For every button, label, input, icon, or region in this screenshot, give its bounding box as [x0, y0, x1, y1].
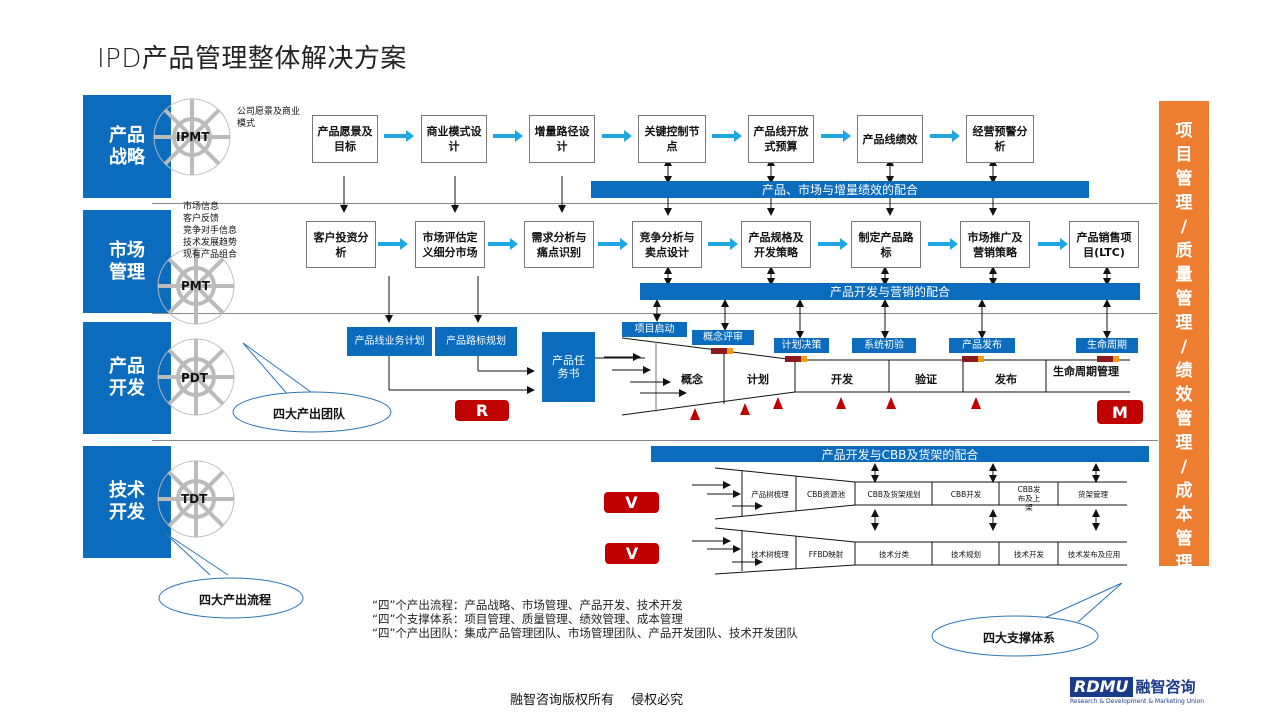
market-inputs: 市场信息 客户反馈 竞争对手信息 技术发展趋势 现有产品组合 [183, 202, 238, 260]
badge-v: V [604, 492, 659, 513]
lane-label-development: 产品开发 [83, 322, 171, 434]
support-system-bar: 项目管理/质量管理/绩效管理/成本管理 [1159, 101, 1209, 573]
side-bar-char: 管 [1175, 289, 1193, 309]
dev-plan-tag: 产品线业务计划 [347, 327, 432, 356]
team-label-ipmt: IPMT [176, 130, 210, 144]
side-bar-char: / [1180, 457, 1188, 477]
side-bar-char: 目 [1175, 145, 1193, 165]
logo-mark: RDMU [1070, 677, 1133, 697]
strategy-step: 产品线开放式预算 [748, 115, 814, 163]
stage-label: 验证 [915, 373, 937, 386]
logo-cn: 融智咨询 [1135, 678, 1196, 696]
strategy-step: 产品愿景及目标 [312, 115, 378, 163]
market-step: 产品销售项目(LTC) [1069, 221, 1139, 268]
team-ring-icon [153, 98, 231, 176]
market-step: 竞争分析与卖点设计 [632, 221, 702, 268]
tech-step: 技术分类 [879, 550, 909, 559]
strategy-step: 商业模式设计 [421, 115, 487, 163]
tech-coordination-bar: 产品开发与CBB及货架的配合 [651, 446, 1149, 462]
team-label-tdt: TDT [181, 492, 208, 506]
copyright-footer: 融智咨询版权所有 侵权必究 [510, 693, 684, 708]
team-label-pmt: PMT [181, 279, 210, 293]
cbb-step: 货架管理 [1078, 490, 1108, 499]
team-ring-icon [157, 338, 235, 416]
tech-step: FFBD映射 [808, 550, 844, 559]
side-bar-char: / [1180, 217, 1188, 237]
market-step: 产品规格及开发策略 [741, 221, 811, 268]
stage-label: 开发 [831, 373, 853, 386]
milestone-tag: 系统初验 [852, 338, 916, 353]
market-step: 市场推广及营销策略 [960, 221, 1030, 268]
milestone-tag: 计划决策 [774, 338, 829, 353]
bubble-teams: 四大产出团队 [273, 407, 346, 421]
lane-divider [152, 203, 1158, 204]
strategy-step: 关键控制节点 [638, 115, 706, 163]
cbb-step: CBB资源池 [806, 490, 846, 499]
strategy-coordination-bar: 产品、市场与增量绩效的配合 [591, 181, 1089, 198]
side-bar-char: 量 [1175, 265, 1193, 285]
strategy-step: 增量路径设计 [529, 115, 595, 163]
side-bar-char: 理 [1175, 193, 1193, 213]
market-coordination-bar: 产品开发与营销的配合 [640, 283, 1140, 300]
strategy-step: 经营预警分析 [966, 115, 1034, 163]
stage-label: 发布 [995, 373, 1017, 386]
cbb-step: CBB发布及上架 [1017, 485, 1041, 512]
team-ring-icon [157, 460, 235, 538]
product-task-book: 产品任务书 [542, 332, 595, 402]
milestone-tag: 项目启动 [622, 322, 687, 337]
cbb-step: CBB开发 [950, 490, 982, 499]
stage-label: 计划 [747, 373, 769, 386]
side-bar-char: 管 [1175, 529, 1193, 549]
tech-step: 技术树梳理 [751, 550, 789, 559]
team-label-pdt: PDT [181, 371, 208, 385]
strategy-step: 产品线绩效 [857, 115, 923, 163]
lane-label-market: 市场管理 [83, 210, 171, 313]
dev-plan-tag: 产品路标规划 [435, 327, 517, 356]
tech-step: 技术规划 [951, 550, 981, 559]
milestone-tag: 概念评审 [692, 330, 754, 345]
side-bar-char: 效 [1175, 385, 1193, 405]
badge-m: M [1097, 400, 1143, 424]
tech-step: 技术开发 [1014, 550, 1044, 559]
side-bar-char: 理 [1175, 433, 1193, 453]
stage-label: 概念 [681, 373, 703, 386]
side-bar-char: / [1180, 337, 1188, 357]
milestone-tag: 生命周期 [1076, 338, 1138, 353]
market-step: 制定产品路标 [851, 221, 921, 268]
logo-en: Research & Development & Marketing Union [1070, 698, 1205, 705]
stage-label: 生命周期管理 [1053, 365, 1119, 378]
side-bar-char: 项 [1175, 121, 1193, 141]
badge-v: V [605, 543, 659, 564]
bubble-processes: 四大产出流程 [199, 593, 272, 607]
team-ring-icon [157, 247, 235, 325]
lane-label-technology: 技术开发 [83, 446, 171, 558]
cbb-step: 产品树梳理 [751, 490, 789, 499]
tech-step: 技术发布及应用 [1067, 550, 1121, 559]
side-bar-char: 绩 [1175, 361, 1193, 381]
market-step: 客户投资分析 [306, 221, 376, 268]
bubble-support: 四大支撑体系 [983, 631, 1056, 645]
side-bar-char: 本 [1175, 505, 1193, 525]
market-step: 需求分析与痛点识别 [524, 221, 594, 268]
milestone-tag: 产品发布 [949, 338, 1015, 353]
market-step: 市场评估定义细分市场 [415, 221, 485, 268]
lane-label-strategy: 产品战略 [83, 95, 171, 198]
summary-notes: “四”个产出流程：产品战略、市场管理、产品开发、技术开发 “四”个支撑体系：项目… [372, 598, 798, 640]
side-bar-char: 质 [1175, 241, 1193, 261]
side-bar-char: 理 [1175, 313, 1193, 333]
lane-divider [152, 440, 1158, 441]
side-bar-char: 成 [1175, 481, 1193, 501]
strategy-input-note: 公司愿景及商业模式 [237, 107, 301, 129]
page-title: IPD产品管理整体解决方案 [97, 44, 407, 74]
side-bar-char: 管 [1175, 409, 1193, 429]
cbb-step: CBB及货架规划 [867, 490, 921, 499]
side-bar-char: 管 [1175, 169, 1193, 189]
badge-r: R [455, 400, 509, 421]
side-bar-char: 理 [1175, 553, 1193, 573]
